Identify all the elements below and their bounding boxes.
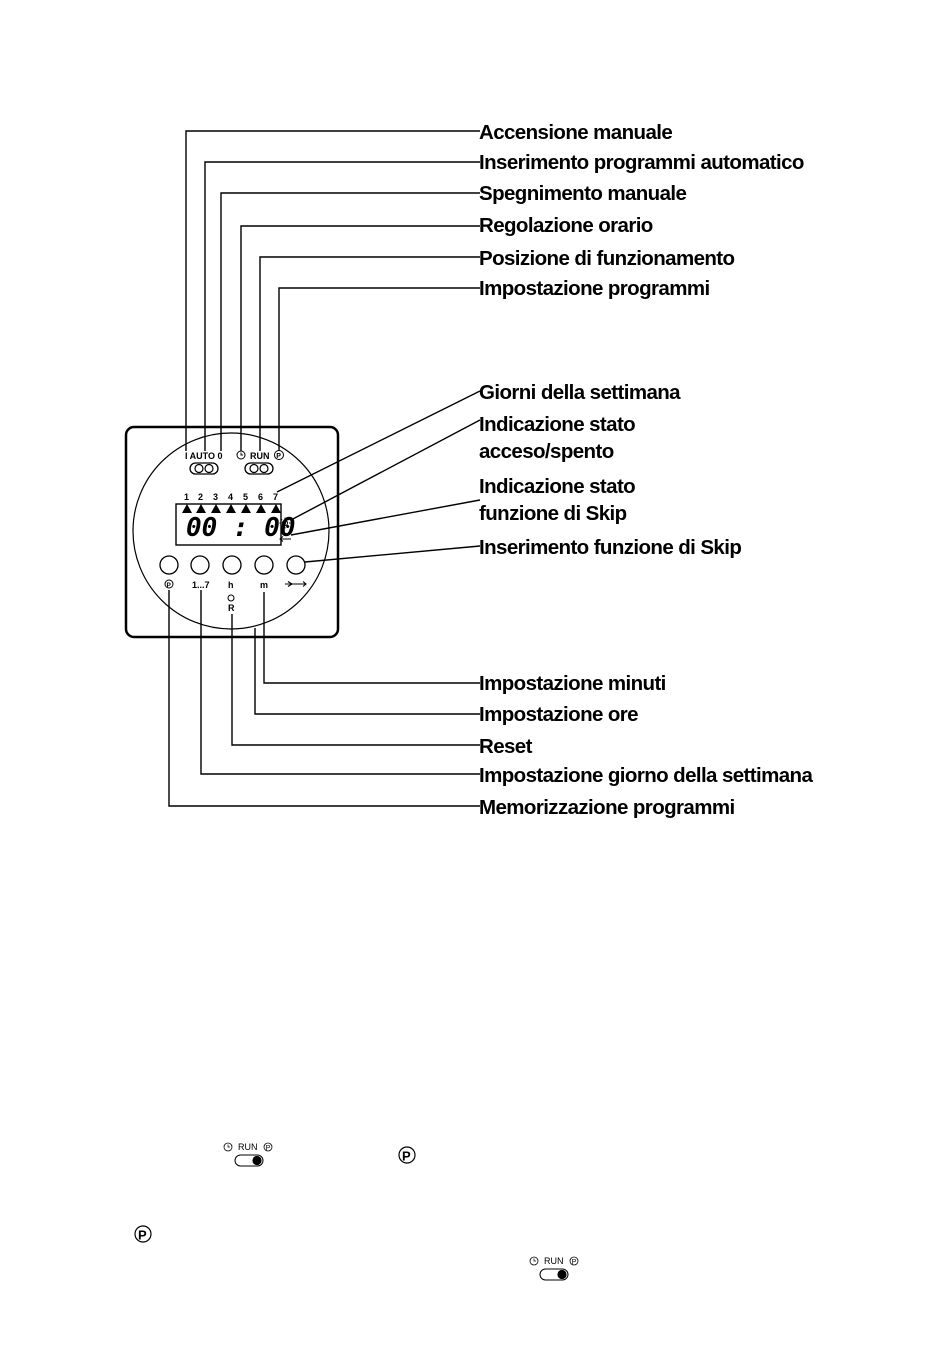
button-hours-label: h (228, 580, 234, 590)
callout-hours: Impostazione ore (479, 703, 638, 726)
footer-switch-icon-1: RUN P (223, 1142, 273, 1167)
footer-switch-icon-2: RUN P (529, 1256, 579, 1281)
callout-skip-state-2: funzione di Skip (479, 502, 627, 525)
button-skip[interactable] (286, 555, 306, 575)
callout-reset: Reset (479, 735, 533, 758)
svg-text:7: 7 (273, 492, 278, 502)
callout-store-program: Memorizzazione programmi (479, 796, 735, 819)
callout-on-off-state-1: Indicazione stato (479, 413, 635, 436)
callout-minutes: Impostazione minuti (479, 672, 666, 695)
svg-text:6: 6 (258, 492, 263, 502)
day-triangles (182, 504, 281, 513)
switch2-slider[interactable] (244, 462, 274, 475)
skip-state-icon (279, 536, 291, 542)
switch1-label: I AUTO 0 (185, 451, 223, 461)
callout-skip-state-1: Indicazione stato (479, 475, 635, 498)
svg-text:P: P (572, 1259, 577, 1266)
program-p-icon: P (164, 579, 174, 589)
callout-manual-off: Spegnimento manuale (479, 182, 687, 205)
button-hours[interactable] (222, 555, 242, 575)
day-numbers: 1 2 3 4 5 6 7 (184, 492, 278, 502)
switch2-knob-a (249, 463, 259, 474)
device-dial (132, 432, 330, 630)
button-day[interactable] (190, 555, 210, 575)
switch1-knob-b (204, 463, 214, 474)
callout-weekdays: Giorni della settimana (479, 381, 681, 404)
callout-on-off-state-2: acceso/spento (479, 440, 614, 463)
svg-text:5: 5 (243, 492, 248, 502)
program-p-icon: P (274, 450, 284, 460)
button-minutes-label: m (260, 580, 268, 590)
callout-program-setting: Impostazione programmi (479, 277, 710, 300)
svg-text:P: P (266, 1145, 271, 1152)
svg-text:3: 3 (213, 492, 218, 502)
switch2-run-label: RUN (250, 451, 270, 461)
lcd-display (175, 503, 282, 546)
leader-lines-bottom (168, 590, 480, 807)
svg-text:1: 1 (184, 492, 189, 502)
leader-lines-right (276, 390, 481, 563)
button-program[interactable] (159, 555, 179, 575)
svg-text:P: P (138, 1228, 147, 1243)
callout-skip-insert: Inserimento funzione di Skip (479, 536, 741, 559)
switch2-knob-b (259, 463, 269, 474)
svg-text:RUN: RUN (544, 1256, 564, 1266)
svg-text:RUN: RUN (238, 1142, 258, 1152)
program-p-icon: P (398, 1146, 416, 1164)
svg-text:4: 4 (228, 492, 233, 502)
callout-clock-setting: Regolazione orario (479, 214, 653, 237)
reset-label: R (228, 603, 235, 613)
switch1-knob-a (194, 463, 204, 474)
program-p-icon: P (134, 1225, 152, 1243)
svg-text:2: 2 (198, 492, 203, 502)
sun-icon (279, 517, 291, 529)
lcd-time: 00 : 00 (186, 513, 296, 543)
callout-weekday-setting: Impostazione giorno della settimana (479, 764, 813, 787)
switch1-slider[interactable] (189, 462, 219, 475)
leader-lines-top (185, 130, 480, 451)
skip-arrows-icon (285, 581, 307, 587)
button-minutes[interactable] (254, 555, 274, 575)
clock-icon (236, 450, 246, 460)
reset-hole[interactable] (227, 594, 235, 602)
svg-text:P: P (167, 582, 172, 589)
callout-manual-on: Accensione manuale (479, 121, 672, 144)
svg-text:P: P (402, 1149, 411, 1164)
callout-run-position: Posizione di funzionamento (479, 247, 735, 270)
callout-auto-program: Inserimento programmi automatico (479, 151, 804, 174)
svg-text:P: P (276, 453, 281, 460)
button-day-label: 1...7 (192, 580, 210, 590)
